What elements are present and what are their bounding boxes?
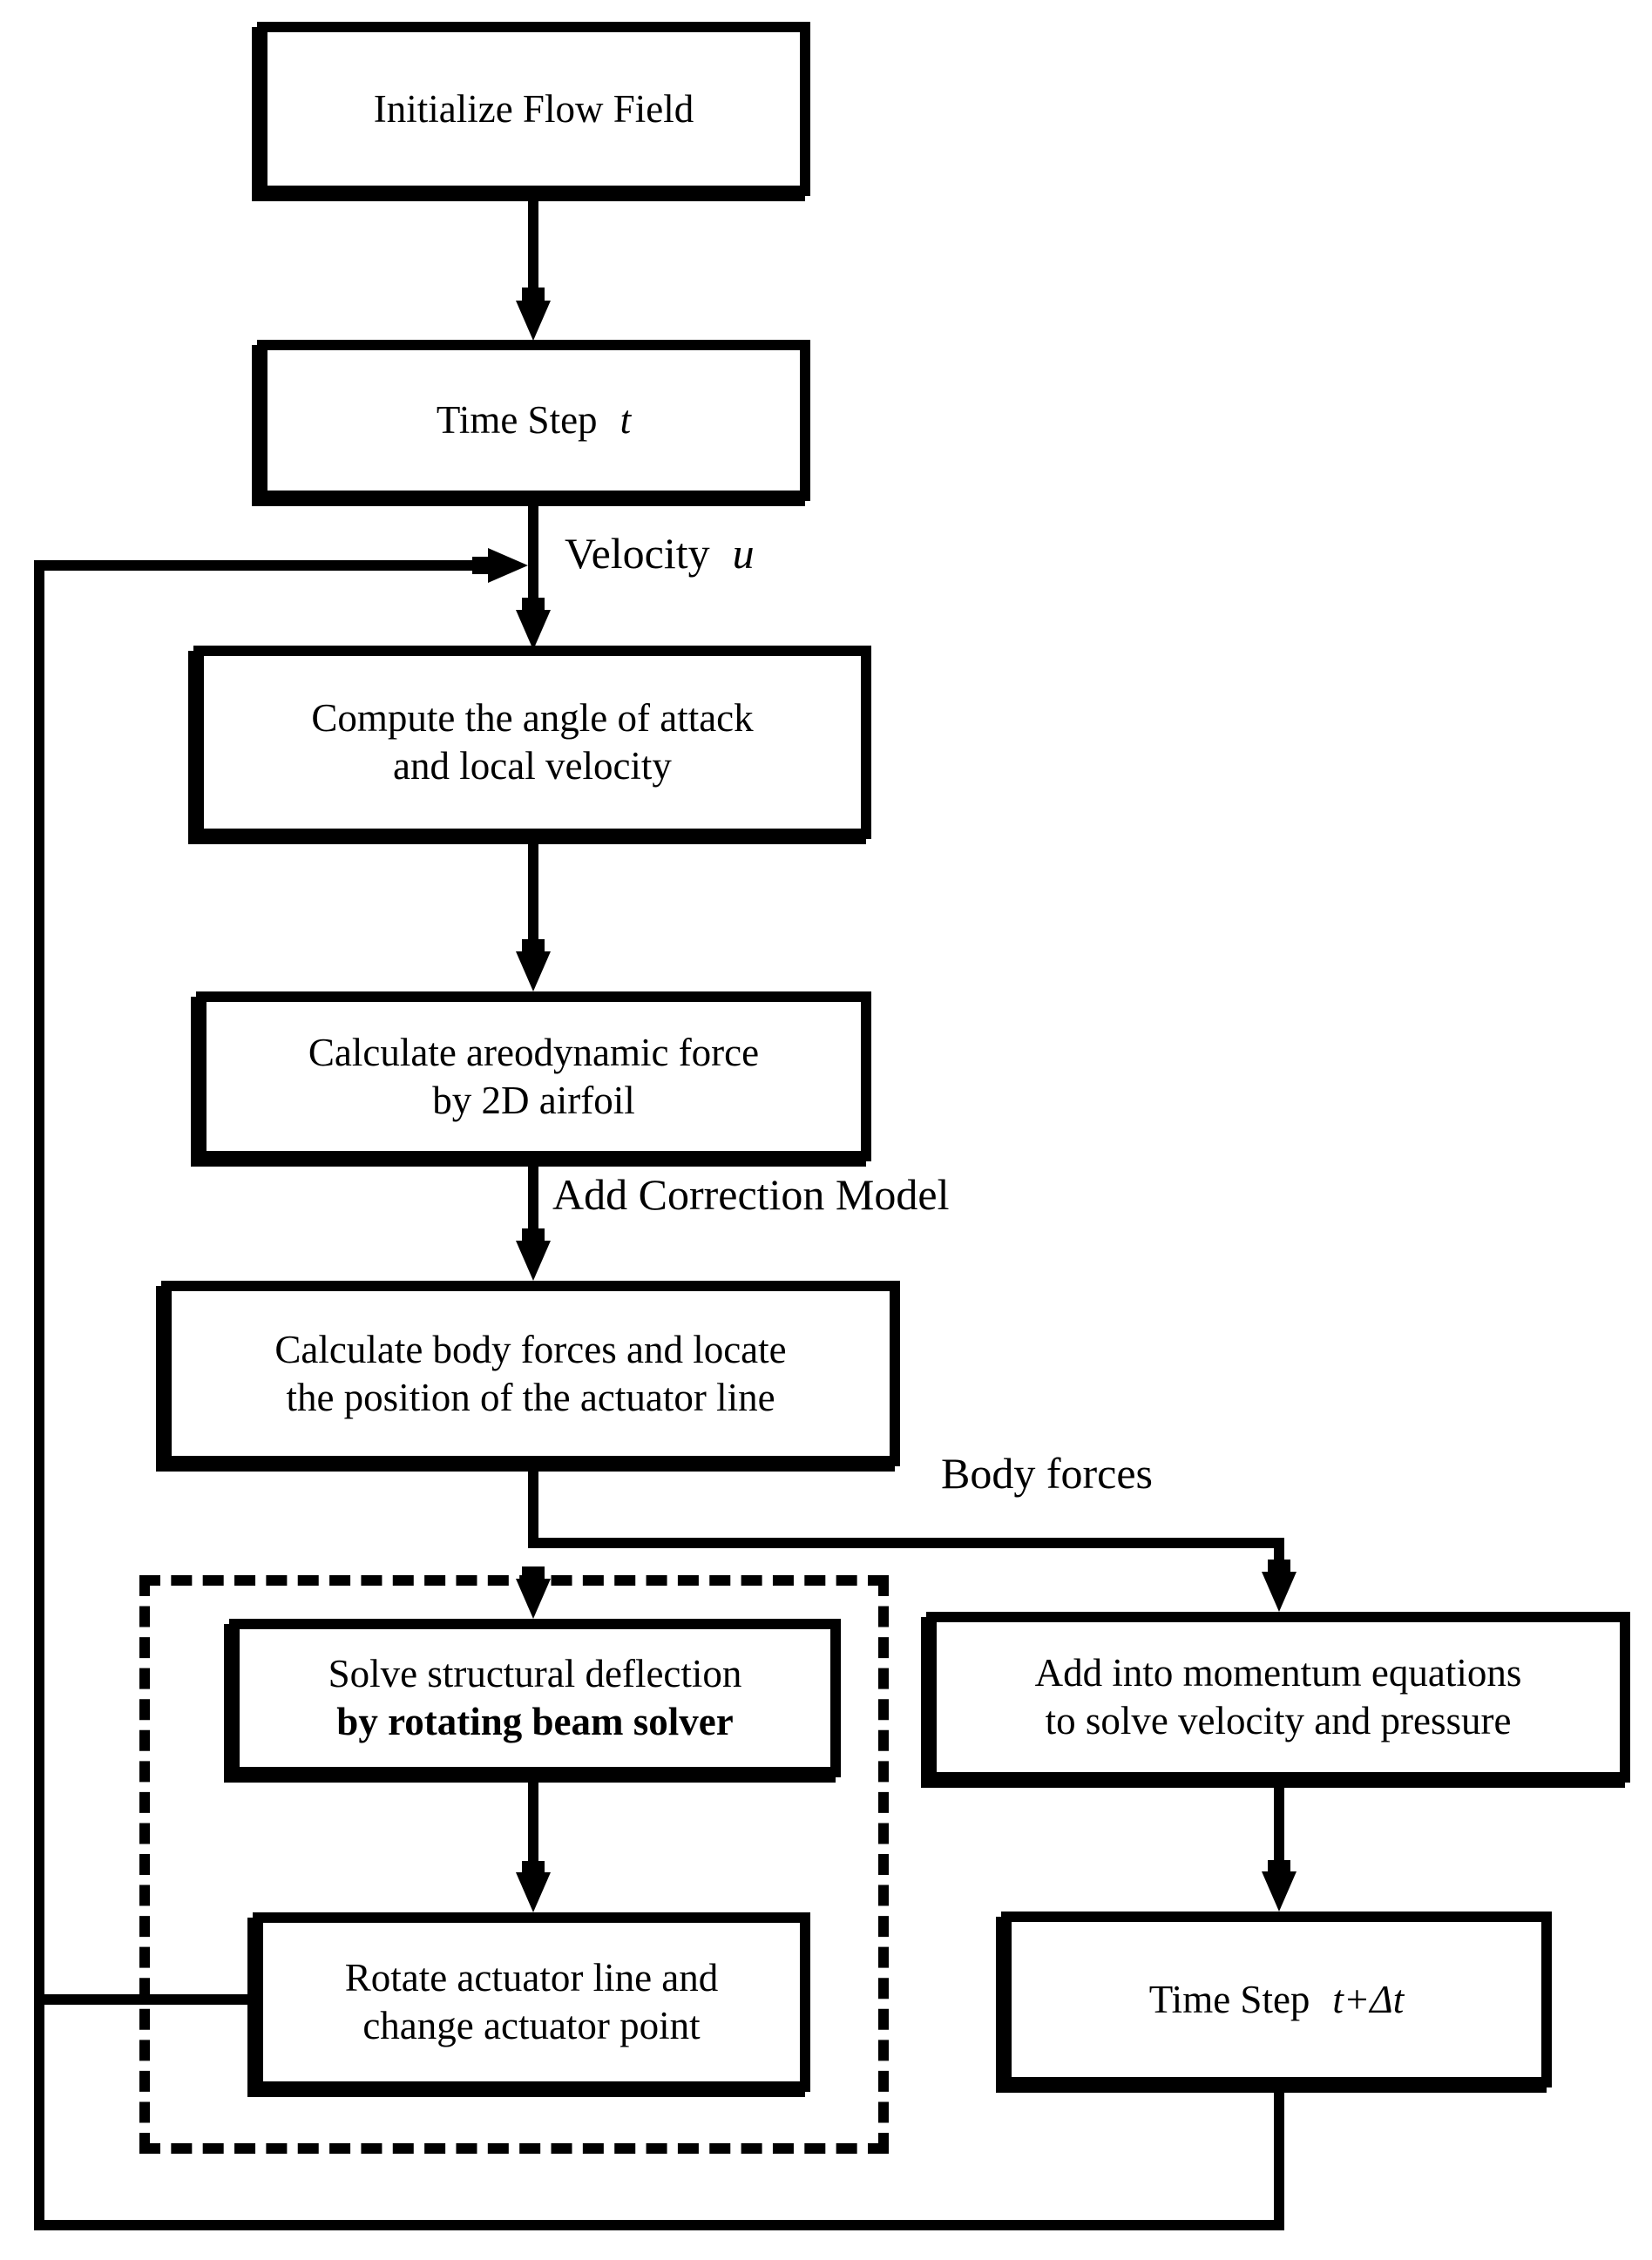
box-calculate-aerodynamic-force: Calculate areodynamic force by 2D airfoi… xyxy=(196,991,871,1161)
box-text-line2: change actuator point xyxy=(362,2004,701,2047)
velocity-text: Velocity xyxy=(565,529,710,578)
arrowhead-down-icon xyxy=(1262,1871,1297,1912)
connector-timestep-to-compute xyxy=(528,498,538,616)
arrowhead-down-icon xyxy=(516,610,551,650)
connector-timestep2-down xyxy=(1274,2087,1284,2230)
box-rotate-actuator-line: Rotate actuator line and change actuator… xyxy=(253,1912,810,2092)
connector-initialize-to-timestep xyxy=(528,196,538,309)
label-velocity: Velocity u xyxy=(565,528,755,579)
arrowhead-down-icon xyxy=(516,1579,551,1619)
box-time-step-t: Time Step t xyxy=(257,340,810,501)
feedback-line-into-velocity xyxy=(39,560,488,571)
velocity-variable: u xyxy=(732,529,755,578)
arrowhead-down-icon xyxy=(516,951,551,991)
connector-bodyforces-down xyxy=(528,1466,538,1548)
box-text-line1: Calculate body forces and locate xyxy=(274,1327,787,1371)
arrowhead-down-icon xyxy=(516,1872,551,1912)
label-body-forces: Body forces xyxy=(941,1449,1153,1498)
box-text-line1: Calculate areodynamic force xyxy=(308,1030,760,1074)
box-text-line1: Compute the angle of attack xyxy=(311,696,754,741)
box-text-line1: Rotate actuator line and xyxy=(344,1956,719,2000)
box-calculate-body-forces: Calculate body forces and locate the pos… xyxy=(161,1281,900,1466)
arrowhead-collar xyxy=(472,557,490,574)
arrowhead-right-icon xyxy=(488,548,528,583)
rotate-feedback-line xyxy=(34,1994,253,2005)
box-text: Time Step t+Δt xyxy=(1149,1976,1404,2024)
box-solve-structural-deflection: Solve structural deflection by rotating … xyxy=(229,1619,841,1777)
box-text: Time Step t xyxy=(437,396,631,444)
structural-loop-dashed-box xyxy=(139,1575,889,2154)
arrowhead-down-icon xyxy=(516,1241,551,1281)
box-text-line2: the position of the actuator line xyxy=(286,1375,775,1419)
time-variable: t xyxy=(620,398,632,443)
outer-left-loop-line xyxy=(34,560,44,2230)
box-text-line1: Add into momentum equations xyxy=(1034,1651,1522,1695)
arrowhead-down-icon xyxy=(516,301,551,341)
connector-structural-to-rotate xyxy=(528,1777,538,1875)
box-text-line2: by 2D airfoil xyxy=(432,1078,635,1122)
time-variable: t+Δt xyxy=(1332,1977,1405,2021)
connector-momentum-to-timestep2 xyxy=(1274,1783,1284,1873)
body-forces-branch-line xyxy=(528,1538,1284,1548)
time-step-text: Time Step xyxy=(436,398,598,443)
connector-aeroforce-to-bodyforces xyxy=(528,1161,538,1238)
label-add-correction-model: Add Correction Model xyxy=(552,1170,950,1219)
box-text-line1: Solve structural deflection xyxy=(328,1652,742,1696)
box-initialize-flow-field: Initialize Flow Field xyxy=(257,22,810,196)
connector-compute-to-aeroforce xyxy=(528,839,538,952)
box-time-step-t-plus-dt: Time Step t+Δt xyxy=(1001,1912,1552,2087)
bottom-loop-line xyxy=(34,2220,1284,2230)
box-text-line2: by rotating beam solver xyxy=(336,1700,734,1743)
box-add-into-momentum-equations: Add into momentum equations to solve vel… xyxy=(926,1612,1630,1783)
box-text-line2: and local velocity xyxy=(393,744,672,788)
time-step-text: Time Step xyxy=(1148,1977,1310,2021)
box-text: Initialize Flow Field xyxy=(373,86,694,131)
box-text-line2: to solve velocity and pressure xyxy=(1045,1699,1512,1742)
box-compute-angle-of-attack: Compute the angle of attack and local ve… xyxy=(193,646,871,839)
arrowhead-down-icon xyxy=(1262,1572,1297,1612)
